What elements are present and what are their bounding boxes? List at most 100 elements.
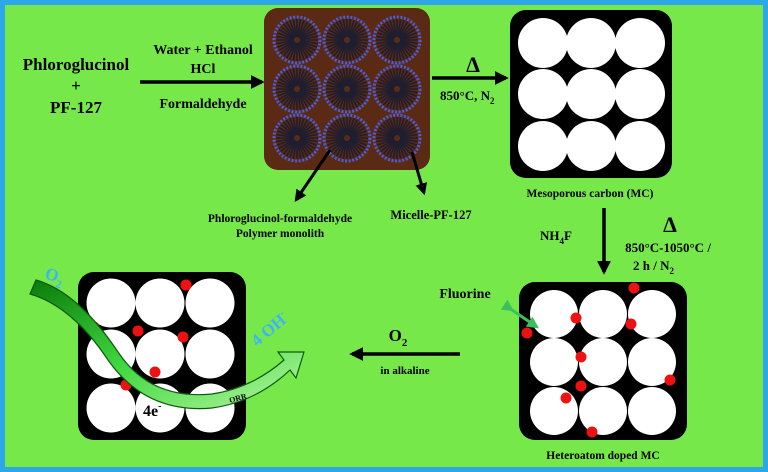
micelle-fiber (347, 91, 359, 108)
micelle-fiber (396, 117, 402, 136)
micelle-fiber (385, 119, 397, 136)
micelle-fiber (299, 28, 316, 40)
micelle-fiber (328, 28, 345, 40)
dopant-atom (625, 318, 637, 330)
micelle-fiber (330, 25, 346, 39)
micelle-fiber (297, 68, 305, 87)
micelle-fiber (298, 139, 312, 155)
micelle-fiber (289, 117, 297, 136)
micelle-fiber (378, 40, 395, 52)
micelle-fiber (346, 117, 352, 136)
micelle-fiber (297, 91, 309, 108)
doped-label: Heteroatom doped MC (546, 450, 660, 462)
micelle-fiber (349, 133, 368, 139)
micelle-fiber (346, 19, 352, 38)
micelle-fiber (328, 89, 345, 101)
micelle-fiber (330, 41, 346, 55)
micelle-shell (372, 64, 422, 114)
micelle-fiber (330, 90, 346, 104)
micelle-fiber (326, 88, 345, 94)
pore (615, 18, 665, 68)
micelle-fiber (299, 81, 318, 89)
micelle-fiber (382, 139, 396, 155)
micelle-pointer-arrow (410, 151, 428, 196)
micelle-fiber (399, 40, 416, 52)
micelle-fiber (399, 89, 416, 101)
micelle-fiber (385, 91, 397, 108)
micelle-fiber (282, 139, 296, 155)
micelle-fiber (280, 139, 296, 153)
micelle-fiber (278, 40, 295, 52)
micelle-fiber (296, 117, 302, 136)
micelle-fiber (297, 21, 309, 38)
micelle-fiber (292, 117, 298, 136)
micelle-fiber (326, 81, 345, 89)
micelle-fiber (299, 130, 318, 138)
micelle-fiber (399, 35, 418, 41)
micelle-fiber (378, 138, 395, 150)
micelle-fiber (339, 42, 347, 61)
micelle-fiber (349, 35, 368, 41)
micelle-fiber (347, 68, 355, 87)
pore (185, 278, 235, 328)
micelle-fiber (346, 42, 352, 61)
step1-solvent: Water + Ethanol (153, 43, 253, 58)
micelle-fiber (276, 32, 295, 40)
micelle-fiber (342, 91, 348, 110)
pore (185, 329, 235, 379)
micelle-fiber (347, 70, 359, 87)
micelle-fiber (342, 42, 348, 61)
micelle (322, 64, 372, 114)
micelle-fiber (276, 89, 295, 97)
micelle-fiber (298, 139, 314, 153)
micelle-fiber (376, 35, 395, 41)
micelle (372, 15, 422, 65)
micelle-fiber (399, 137, 418, 143)
micelle-fiber (282, 121, 296, 137)
micelle-fiber (399, 28, 416, 40)
micelle-fiber (348, 23, 362, 39)
micelle-fiber (347, 42, 359, 59)
micelle-fiber (330, 139, 346, 153)
micelle-fiber (328, 40, 345, 52)
micelle-fiber (348, 139, 362, 155)
micelle-fiber (392, 140, 398, 159)
micelle-fiber (342, 140, 348, 159)
micelle-fiber (397, 91, 409, 108)
micelle-fiber (299, 40, 318, 48)
pore (518, 121, 568, 171)
micelle-fiber (298, 41, 312, 57)
micelle-fiber (382, 121, 396, 137)
micelle-fiber (335, 119, 347, 136)
micelle-fiber (299, 84, 318, 90)
micelle-fiber (299, 39, 318, 45)
micelle-fiber (392, 117, 398, 136)
micelle-fiber (339, 140, 347, 159)
micelle-fiber (332, 41, 346, 57)
micelle-fiber (298, 41, 314, 55)
micelle-fiber (380, 123, 396, 137)
micelle-fiber (326, 40, 345, 48)
micelle (322, 15, 372, 65)
micelle-fiber (326, 137, 345, 143)
micelle-fiber (389, 140, 397, 159)
pore (579, 387, 627, 435)
micelle-fiber (378, 89, 395, 101)
micelle-fiber (397, 140, 409, 157)
micelle-fiber (292, 140, 298, 159)
micelle-fiber (326, 32, 345, 40)
pore (628, 387, 676, 435)
micelle-fiber (276, 130, 295, 138)
micelle-fiber (297, 117, 305, 136)
micelle-fiber (376, 39, 395, 45)
micelle-fiber (376, 89, 395, 97)
micelle-fiber (397, 70, 409, 87)
step3-time: 2 h / N2 (633, 258, 674, 276)
micelle-fiber (399, 39, 418, 45)
micelle-fiber (276, 88, 295, 94)
micelle-fiber (397, 117, 405, 136)
micelle-fiber (399, 138, 418, 146)
mc-pore-grid (518, 18, 665, 171)
micelle-fiber (285, 119, 297, 136)
micelle-fiber (297, 140, 309, 157)
